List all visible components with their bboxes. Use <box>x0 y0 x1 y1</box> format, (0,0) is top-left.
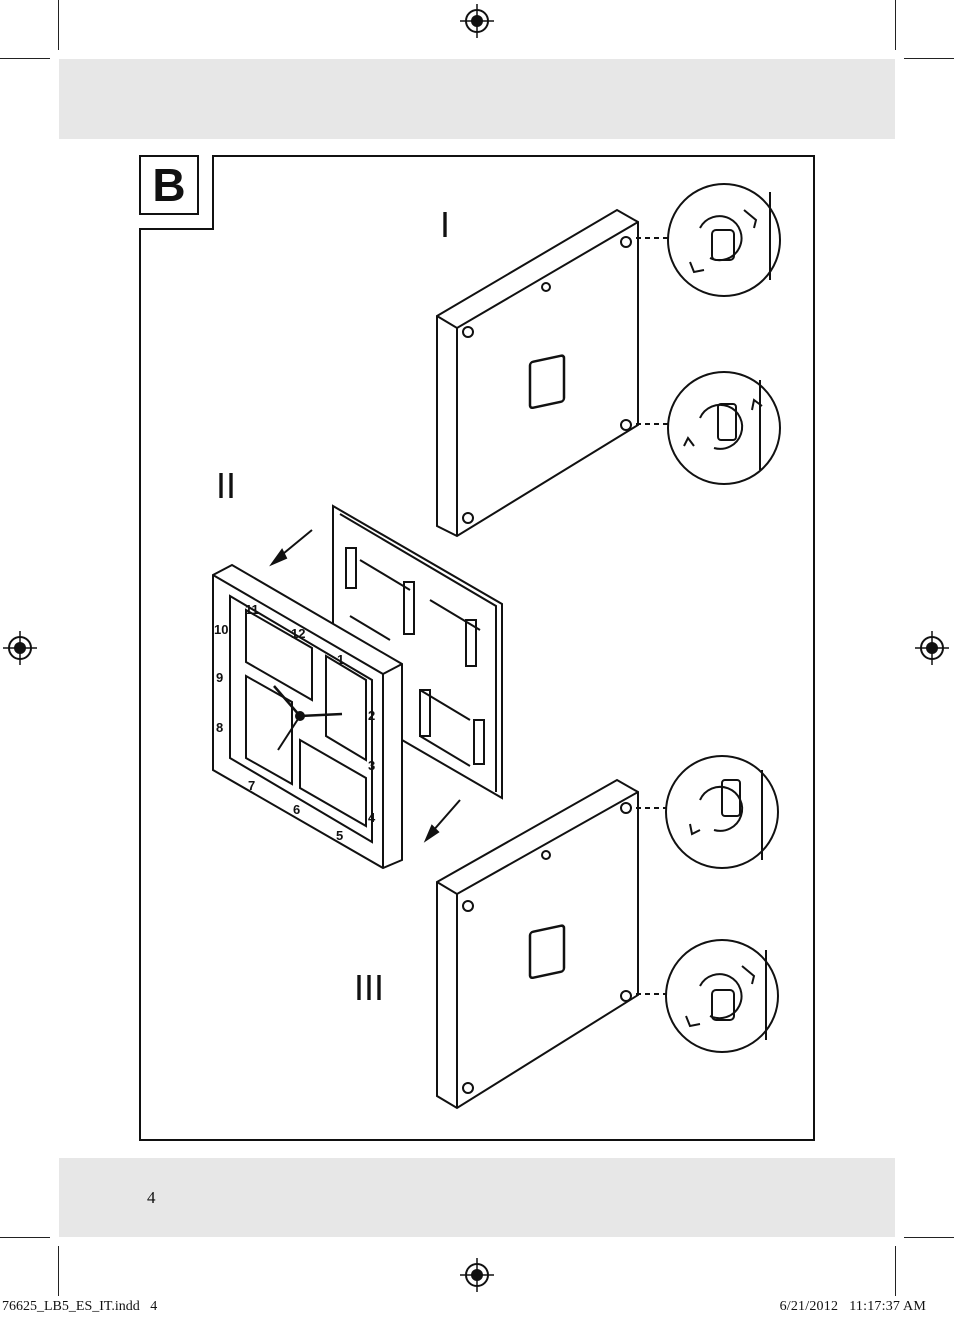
back-panel-bottom <box>436 778 639 1110</box>
clock-number: 12 <box>291 626 305 641</box>
clock-numbers: 12 1 2 3 4 5 6 7 8 9 10 11 <box>214 602 376 843</box>
registration-mark-icon <box>915 631 949 665</box>
clock-number: 9 <box>216 670 223 685</box>
footer-band <box>59 1158 895 1237</box>
hanger-detail-zoom-1 <box>636 183 781 297</box>
slug-date: 6/21/2012 11:17:37 AM <box>779 1299 926 1314</box>
clock-number: 1 <box>337 652 344 667</box>
crop-mark <box>58 1246 59 1296</box>
crop-mark <box>0 1237 50 1238</box>
hanger-detail-zoom-3 <box>636 755 779 869</box>
clock-number: 5 <box>336 828 343 843</box>
crop-mark <box>895 0 896 50</box>
clock-number: 4 <box>368 810 376 825</box>
back-panel-top <box>436 208 639 538</box>
crop-mark <box>904 1237 954 1238</box>
header-band <box>59 59 895 139</box>
direction-arrow-icon <box>423 799 461 843</box>
clock-number: 7 <box>248 778 255 793</box>
clock-number: 2 <box>368 708 375 723</box>
step-label-three: III <box>354 967 385 1008</box>
registration-mark-icon <box>460 1258 494 1292</box>
clock-number: 10 <box>214 622 228 637</box>
clock-number: 6 <box>293 802 300 817</box>
crop-mark <box>904 58 954 59</box>
registration-mark-icon <box>3 631 37 665</box>
direction-arrow-icon <box>269 529 313 567</box>
hanger-detail-zoom-2 <box>636 371 781 485</box>
page-number: 4 <box>147 1188 156 1207</box>
step-label-two: II <box>216 465 237 506</box>
step-label-one: I <box>440 204 451 245</box>
clock-number: 8 <box>216 720 223 735</box>
crop-mark <box>895 1246 896 1296</box>
clock-front <box>212 563 403 870</box>
crop-mark <box>0 58 50 59</box>
hanger-detail-zoom-4 <box>636 939 779 1053</box>
figure-frame <box>139 155 815 1141</box>
crop-mark <box>58 0 59 50</box>
clock-number: 11 <box>245 602 259 617</box>
clock-number: 3 <box>368 758 375 773</box>
section-letter: B <box>152 159 186 211</box>
slug-file-name: 76625_LB5_ES_IT.indd 4 <box>2 1299 158 1314</box>
registration-mark-icon <box>460 4 494 38</box>
